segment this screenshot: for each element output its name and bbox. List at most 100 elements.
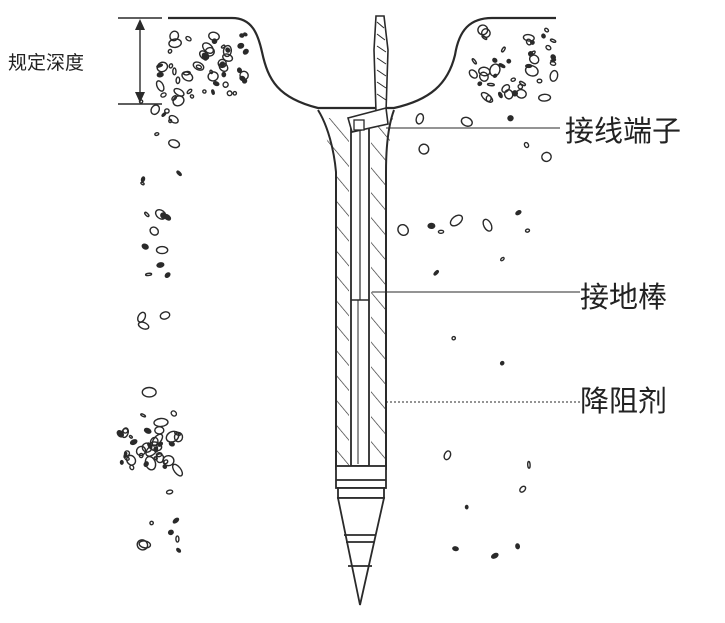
rod-tip [336, 497, 386, 606]
pebble [418, 143, 430, 155]
pebble [503, 89, 514, 100]
pebble [515, 210, 522, 216]
pebble [156, 61, 169, 73]
pebble [182, 70, 191, 76]
pebble [212, 81, 220, 87]
pebble [154, 132, 160, 137]
pebble [510, 77, 517, 82]
pebble [116, 430, 125, 438]
pebble [174, 431, 181, 437]
pebble [150, 104, 161, 116]
pebble [172, 67, 177, 76]
pebble [156, 71, 164, 78]
pebble [162, 454, 175, 467]
pebble [481, 35, 488, 41]
pebble [219, 61, 226, 68]
pebble [136, 539, 149, 551]
pebble [165, 430, 180, 443]
pebble [549, 69, 559, 82]
pebble [140, 413, 147, 418]
pebble [137, 321, 150, 330]
pebble [524, 228, 531, 233]
pebble [499, 256, 505, 262]
pebble [538, 93, 552, 102]
pebble [544, 27, 550, 33]
pebble [172, 517, 180, 524]
pebble [162, 464, 168, 469]
pebble [485, 94, 492, 103]
pebble [237, 42, 245, 49]
pebble [153, 417, 169, 428]
pebble [171, 95, 178, 101]
pebble [175, 535, 180, 543]
pebble [173, 87, 185, 97]
pebble [541, 151, 552, 163]
pebble [189, 94, 195, 99]
pebble [225, 47, 231, 53]
pebble [524, 64, 539, 77]
pebble [239, 75, 246, 82]
pebble [171, 463, 184, 477]
pebble [464, 504, 469, 510]
pebble [415, 113, 425, 125]
pebble [515, 88, 527, 99]
pebble [202, 89, 207, 94]
pebble [169, 30, 180, 42]
pebble [129, 464, 135, 471]
pebble [523, 141, 530, 149]
pebble [222, 81, 229, 88]
pebble [232, 90, 238, 96]
pebble [549, 38, 557, 43]
pebble [506, 58, 512, 64]
pebble [451, 335, 457, 341]
pebble [517, 83, 524, 90]
depth-label: 规定深度 [8, 52, 85, 74]
pebble [226, 90, 233, 97]
pebble [144, 211, 150, 218]
pebble [499, 360, 505, 366]
pebble [526, 460, 531, 469]
pebble [525, 38, 533, 46]
pebble [140, 176, 146, 183]
pebble [397, 223, 409, 237]
pebble [186, 88, 193, 95]
pebble [155, 80, 165, 92]
pebble [242, 48, 249, 55]
pebble [141, 243, 149, 250]
pebble [153, 456, 158, 461]
pebble [176, 547, 182, 553]
pebble [525, 63, 533, 69]
pebble [527, 51, 534, 57]
pebble [452, 546, 459, 552]
pebble [149, 226, 160, 236]
pebble [220, 44, 226, 49]
pebble [168, 63, 174, 69]
pebble [168, 139, 181, 149]
pebble [221, 71, 227, 78]
pebble [471, 58, 478, 65]
leader-lines [372, 127, 580, 403]
pebble [147, 442, 152, 449]
pebble [143, 427, 152, 434]
pebble [129, 439, 138, 446]
pebble [478, 71, 489, 82]
pebble [550, 54, 557, 60]
pebble [443, 450, 452, 461]
pebble [185, 35, 192, 42]
pebble [195, 64, 203, 70]
pebble [449, 214, 464, 227]
pebble [159, 311, 171, 320]
terminal-label: 接线端子 [565, 114, 682, 148]
pebble [128, 434, 133, 439]
pebble [122, 427, 129, 434]
pebble [160, 92, 167, 98]
depth-dimension [118, 17, 162, 105]
pebble [155, 452, 163, 458]
pebble [515, 543, 521, 550]
terminal-block [347, 15, 389, 133]
pebble [519, 485, 527, 493]
pebble [522, 33, 535, 42]
pebble [460, 116, 473, 127]
grounding-rod [350, 127, 370, 467]
